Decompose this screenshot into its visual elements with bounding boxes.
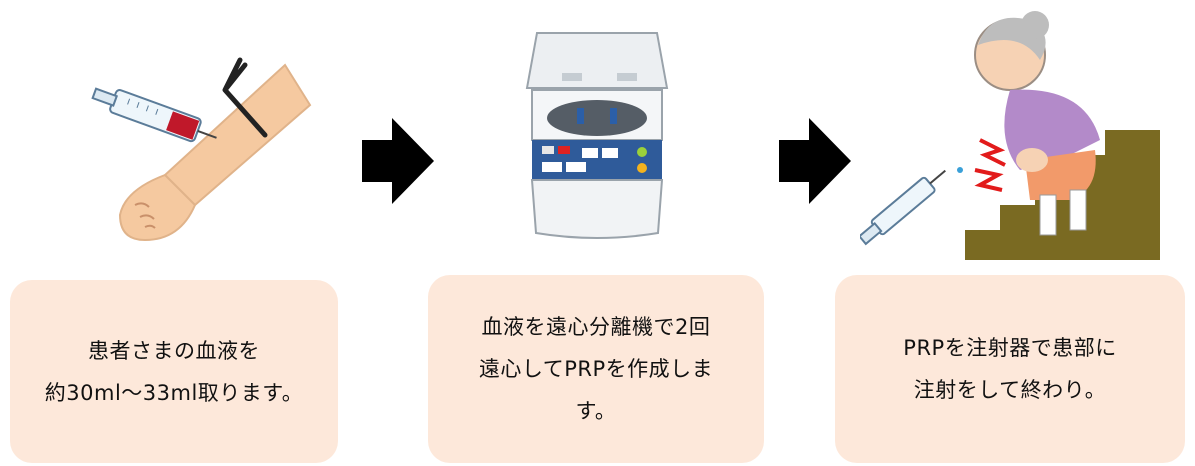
step-3-line-2: 注射をして終わり。 xyxy=(913,378,1107,402)
right-arrow-icon xyxy=(779,118,851,204)
step-1-line-1: 患者さまの血液を xyxy=(88,338,260,363)
step-2-description-box: 血液を遠心分離機で2回 遠心してPRPを作成しま す。 xyxy=(428,275,764,463)
step-1-description-box: 患者さまの血液を 約30ml～33ml取ります。 xyxy=(10,280,338,463)
step-2-line-3: す。 xyxy=(575,399,617,423)
centrifuge-icon xyxy=(525,32,669,239)
blood-draw-arm-icon xyxy=(91,57,312,242)
step-3-text: PRPを注射器で患部に 注射をして終わり。 xyxy=(903,327,1116,411)
step-2-line-2: 遠心してPRPを作成しま xyxy=(478,357,714,381)
step-1-text: 患者さまの血液を 約30ml～33ml取ります。 xyxy=(45,330,303,414)
step-3-description-box: PRPを注射器で患部に 注射をして終わり。 xyxy=(835,275,1185,463)
right-arrow-icon xyxy=(362,118,434,204)
step-2-line-1: 血液を遠心分離機で2回 xyxy=(481,315,711,339)
step-1-line-2: 約30ml～33ml取ります。 xyxy=(44,380,304,405)
step-2-text: 血液を遠心分離機で2回 遠心してPRPを作成しま す。 xyxy=(479,306,713,432)
step-3-line-1: PRPを注射器で患部に xyxy=(903,336,1117,360)
knee-injection-elderly-icon xyxy=(860,11,1160,260)
